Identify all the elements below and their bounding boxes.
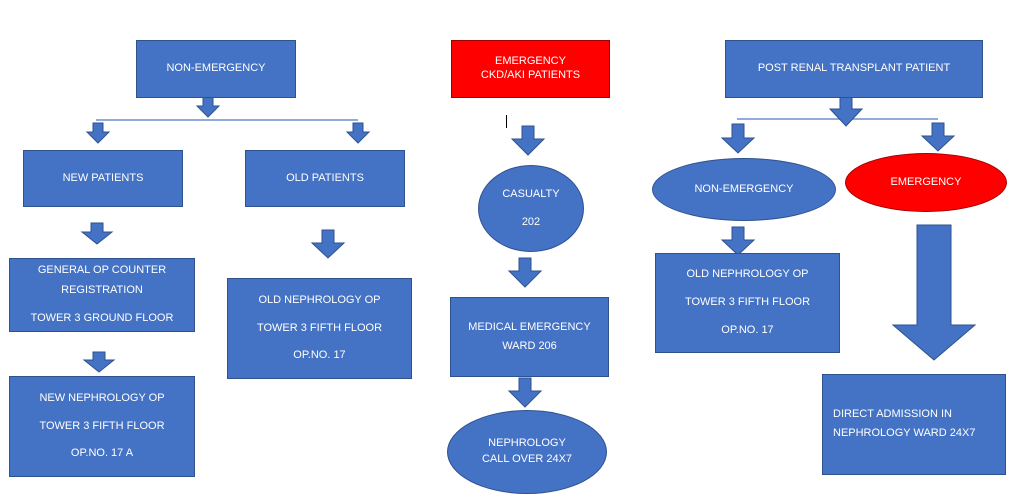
old-op-line-1: OLD NEPHROLOGY OP <box>258 293 381 306</box>
new-op-line-3: OP.NO. 17 A <box>70 447 134 460</box>
arrow-down-icon <box>720 123 756 154</box>
transplant-op-line-2: TOWER 3 FIFTH FLOOR <box>684 296 811 309</box>
casualty-oval: CASUALTY 202 <box>478 165 584 252</box>
arrow-down-icon <box>80 222 114 245</box>
non-emergency-title: NON-EMERGENCY <box>166 62 266 75</box>
arrow-down-icon <box>85 122 111 144</box>
registration-line-2: REGISTRATION <box>61 284 143 297</box>
non-emergency-box: NON-EMERGENCY <box>136 40 296 98</box>
new-patients-label: NEW PATIENTS <box>62 171 144 184</box>
transplant-emergency-label: EMERGENCY <box>890 175 962 188</box>
admission-line-1: DIRECT ADMISSION IN <box>833 408 952 421</box>
transplant-op-line-3: OP.NO. 17 <box>721 323 774 336</box>
ward-line-1: MEDICAL EMERGENCY <box>468 320 591 333</box>
arrow-down-icon <box>510 125 546 156</box>
call-line-1: NEPHROLOGY <box>488 437 566 450</box>
arrow-down-icon <box>345 122 371 144</box>
arrow-down-icon <box>82 351 116 373</box>
registration-line-1: GENERAL OP COUNTER <box>37 264 167 277</box>
old-op-line-2: TOWER 3 FIFTH FLOOR <box>256 321 383 334</box>
arrow-down-icon <box>720 226 756 256</box>
ward-line-2: WARD 206 <box>502 339 557 352</box>
transplant-non-emergency-label: NON-EMERGENCY <box>694 182 794 195</box>
admission-line-2: NEPHROLOGY WARD 24X7 <box>833 427 976 439</box>
call-line-2: CALL OVER 24X7 <box>481 453 573 465</box>
new-op-line-2: TOWER 3 FIFTH FLOOR <box>39 419 165 432</box>
direct-admission-box: DIRECT ADMISSION IN NEPHROLOGY WARD 24X7 <box>822 374 1006 475</box>
old-patients-label: OLD PATIENTS <box>286 171 364 184</box>
medical-emergency-ward-box: MEDICAL EMERGENCY WARD 206 <box>450 297 609 377</box>
arrow-down-icon <box>310 229 346 259</box>
transplant-non-emergency-oval: NON-EMERGENCY <box>652 158 836 221</box>
text-cursor <box>506 115 507 128</box>
registration-line-3: TOWER 3 GROUND FLOOR <box>30 311 174 324</box>
casualty-line-2: 202 <box>521 215 541 228</box>
casualty-line-1: CASUALTY <box>502 187 560 200</box>
post-renal-transplant-box: POST RENAL TRANSPLANT PATIENT <box>725 40 983 98</box>
old-nephrology-op-box: OLD NEPHROLOGY OP TOWER 3 FIFTH FLOOR OP… <box>227 278 412 379</box>
general-op-registration-box: GENERAL OP COUNTER REGISTRATION TOWER 3 … <box>9 258 195 332</box>
old-op-line-3: OP.NO. 17 <box>293 349 346 362</box>
arrow-down-icon <box>507 257 543 288</box>
transplant-emergency-oval: EMERGENCY <box>845 153 1007 212</box>
new-op-line-1: NEW NEPHROLOGY OP <box>39 391 165 404</box>
arrow-down-icon <box>920 122 956 152</box>
emergency-title: EMERGENCY CKD/AKI PATIENTS <box>480 55 581 81</box>
transplant-old-nephrology-op-box: OLD NEPHROLOGY OP TOWER 3 FIFTH FLOOR OP… <box>655 253 840 353</box>
emergency-ckd-aki-box: EMERGENCY CKD/AKI PATIENTS <box>451 40 610 98</box>
arrow-down-icon <box>195 96 221 118</box>
transplant-op-line-1: OLD NEPHROLOGY OP <box>686 268 809 281</box>
nephrology-call-oval: NEPHROLOGY CALL OVER 24X7 <box>447 410 607 494</box>
arrow-down-icon <box>828 96 864 127</box>
new-patients-box: NEW PATIENTS <box>23 150 183 207</box>
new-nephrology-op-box: NEW NEPHROLOGY OP TOWER 3 FIFTH FLOOR OP… <box>9 376 195 477</box>
old-patients-box: OLD PATIENTS <box>245 150 405 207</box>
arrow-down-icon <box>891 224 977 361</box>
transplant-title: POST RENAL TRANSPLANT PATIENT <box>757 62 951 75</box>
arrow-down-icon <box>507 377 543 408</box>
